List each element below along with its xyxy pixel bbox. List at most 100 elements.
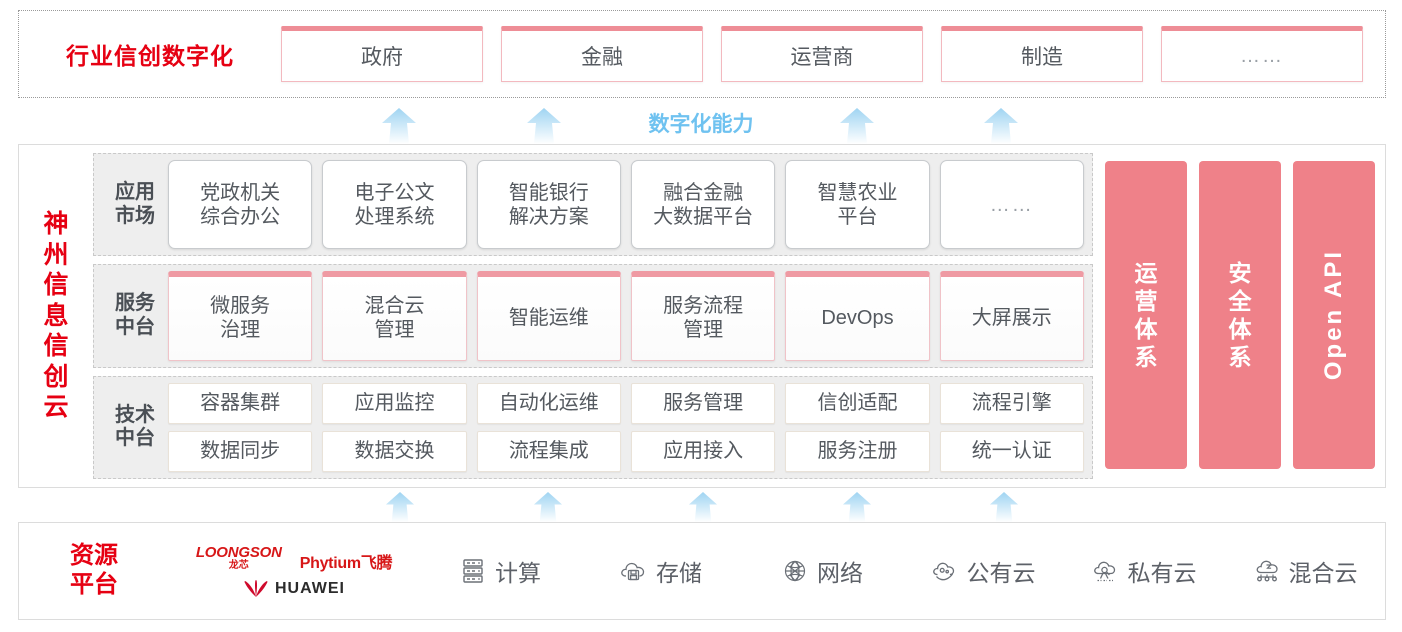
resource-item-network[interactable]: 网络 xyxy=(741,554,902,588)
pillar-label: Open API xyxy=(1320,249,1347,381)
cloud-brand-char: 息 xyxy=(43,301,69,330)
loongson-logo: LOONGSON 龙芯 xyxy=(196,545,282,571)
tier-label-line: 中台 xyxy=(115,315,155,338)
app-card-smart-agriculture[interactable]: 智慧农业平台 xyxy=(785,160,930,250)
cloud-panel: 神 州 信 息 信 创 云 应用 市场 党政机关综合办公 电子公文处理系统 xyxy=(18,144,1386,488)
resource-item-public-cloud[interactable]: 公有云 xyxy=(902,554,1063,588)
service-card-smart-ops[interactable]: 智能运维 xyxy=(476,271,621,361)
industry-card-list: 政府 金融 运营商 制造 …… xyxy=(281,26,1385,82)
tier-label-line: 市场 xyxy=(115,204,155,227)
loongson-logo-en: LOONGSON xyxy=(195,543,282,561)
up-arrow-icon xyxy=(521,108,567,144)
tech-card-service-registry[interactable]: 服务注册 xyxy=(785,430,930,472)
cloud-brand-char: 创 xyxy=(43,362,69,391)
industry-card-more[interactable]: …… xyxy=(1161,26,1363,82)
pillar-char: 运 xyxy=(1134,259,1158,286)
service-card-hybrid-cloud-mgmt[interactable]: 混合云管理 xyxy=(322,271,467,361)
tech-platform-rows: 容器集群 应用监控 自动化运维 服务管理 信创适配 流程引擎 数据同步 数据交换… xyxy=(168,382,1084,472)
up-arrow-icon xyxy=(684,492,722,522)
tech-card-app-access[interactable]: 应用接入 xyxy=(630,430,776,472)
tier-label-service-platform: 服务 中台 xyxy=(102,292,168,339)
app-card-finance-bigdata[interactable]: 融合金融大数据平台 xyxy=(630,160,776,250)
tier-service-platform: 服务 中台 微服务治理 混合云管理 智能运维 服务流程管理 DevOps 大屏展… xyxy=(93,264,1093,368)
up-arrow-icon xyxy=(529,492,567,522)
tech-card-process-integration[interactable]: 流程集成 xyxy=(476,430,621,472)
resource-item-label: 网络 xyxy=(817,560,863,586)
cloud-pillar-list: 运 营 体 系 安 全 体 系 Open API xyxy=(1103,153,1375,479)
capability-arrow-strip: 数字化能力 xyxy=(0,100,1402,144)
service-card-dashboard[interactable]: 大屏展示 xyxy=(939,271,1084,361)
tech-card-xinchuang-adaptation[interactable]: 信创适配 xyxy=(785,382,930,424)
tech-card-service-mgmt[interactable]: 服务管理 xyxy=(630,382,776,424)
service-card-microservice-governance[interactable]: 微服务治理 xyxy=(168,271,313,361)
tech-card-process-engine[interactable]: 流程引擎 xyxy=(939,382,1084,424)
resource-item-label: 混合云 xyxy=(1288,560,1358,586)
capability-label: 数字化能力 xyxy=(648,113,754,136)
hybrid-cloud-icon xyxy=(1252,556,1282,586)
industry-band: 行业信创数字化 政府 金融 运营商 制造 …… xyxy=(18,10,1386,98)
tech-card-automated-ops[interactable]: 自动化运维 xyxy=(476,382,621,424)
tier-label-line: 应用 xyxy=(115,181,155,204)
pillar-label: 安 全 体 系 xyxy=(1229,259,1252,371)
service-platform-cards: 微服务治理 混合云管理 智能运维 服务流程管理 DevOps 大屏展示 xyxy=(168,271,1084,361)
resource-item-list: 计算 存储 xyxy=(419,554,1385,588)
resource-item-storage[interactable]: 存储 xyxy=(580,554,741,588)
tech-platform-row: 数据同步 数据交换 流程集成 应用接入 服务注册 统一认证 xyxy=(168,430,1084,472)
industry-card-finance[interactable]: 金融 xyxy=(501,26,703,82)
up-arrow-icon xyxy=(978,108,1024,144)
up-arrow-icon xyxy=(376,108,422,144)
loongson-logo-cn: 龙芯 xyxy=(228,559,249,571)
resource-title-line: 平台 xyxy=(70,571,118,598)
huawei-logo: HUAWEI xyxy=(243,580,345,598)
vendor-logo-row: LOONGSON 龙芯 Phytium飞腾 xyxy=(196,545,393,573)
private-cloud-icon xyxy=(1091,556,1121,586)
resource-platform-band: 资源 平台 LOONGSON 龙芯 Phytium飞腾 H xyxy=(18,522,1386,620)
cloud-storage-icon xyxy=(619,556,649,586)
pillar-char: 系 xyxy=(1134,344,1158,371)
cloud-brand-char: 信 xyxy=(43,271,69,300)
pillar-security-system[interactable]: 安 全 体 系 xyxy=(1199,161,1281,469)
server-icon xyxy=(458,556,488,586)
resource-platform-title: 资源 平台 xyxy=(19,542,169,600)
up-arrow-icon xyxy=(985,492,1023,522)
pillar-char: 安 xyxy=(1228,259,1252,286)
network-icon xyxy=(780,556,810,586)
service-card-process-mgmt[interactable]: 服务流程管理 xyxy=(630,271,776,361)
huawei-logo-text: HUAWEI xyxy=(275,579,345,597)
up-arrow-icon xyxy=(838,492,876,522)
pillar-operations-system[interactable]: 运 营 体 系 xyxy=(1105,161,1187,469)
tech-card-container-cluster[interactable]: 容器集群 xyxy=(168,382,313,424)
tier-tech-platform: 技术 中台 容器集群 应用监控 自动化运维 服务管理 信创适配 流程引擎 xyxy=(93,375,1093,479)
tech-card-unified-auth[interactable]: 统一认证 xyxy=(939,430,1084,472)
app-card-gov-office[interactable]: 党政机关综合办公 xyxy=(168,160,313,250)
tier-label-line: 技术 xyxy=(115,403,155,426)
tech-platform-row: 容器集群 应用监控 自动化运维 服务管理 信创适配 流程引擎 xyxy=(168,382,1084,424)
resource-item-private-cloud[interactable]: 私有云 xyxy=(1063,554,1224,588)
resource-item-hybrid-cloud[interactable]: 混合云 xyxy=(1224,554,1385,588)
resource-arrow-strip xyxy=(0,486,1402,522)
cloud-body: 应用 市场 党政机关综合办公 电子公文处理系统 智能银行解决方案 融合金融大数据… xyxy=(93,145,1385,487)
app-card-more[interactable]: …… xyxy=(939,160,1084,250)
pillar-char: 系 xyxy=(1228,344,1252,371)
industry-card-government[interactable]: 政府 xyxy=(281,26,483,82)
resource-item-compute[interactable]: 计算 xyxy=(419,554,580,588)
tech-card-app-monitoring[interactable]: 应用监控 xyxy=(322,382,467,424)
app-card-smart-bank[interactable]: 智能银行解决方案 xyxy=(476,160,621,250)
industry-card-telecom[interactable]: 运营商 xyxy=(721,26,923,82)
pillar-char: 营 xyxy=(1134,287,1158,314)
app-card-edoc-system[interactable]: 电子公文处理系统 xyxy=(322,160,467,250)
pillar-char: 体 xyxy=(1228,316,1252,342)
cloud-brand-char: 云 xyxy=(43,393,69,422)
tier-label-line: 服务 xyxy=(115,292,155,315)
tier-label-line: 中台 xyxy=(115,427,155,450)
tech-card-data-exchange[interactable]: 数据交换 xyxy=(322,430,467,472)
pillar-open-api[interactable]: Open API xyxy=(1293,161,1375,469)
industry-band-title: 行业信创数字化 xyxy=(66,43,234,69)
resource-item-label: 存储 xyxy=(656,560,702,586)
tech-card-data-sync[interactable]: 数据同步 xyxy=(168,430,313,472)
vendor-logo-list: LOONGSON 龙芯 Phytium飞腾 HUAWEI xyxy=(169,545,419,598)
phytium-logo: Phytium飞腾 xyxy=(299,554,393,572)
service-card-devops[interactable]: DevOps xyxy=(785,271,930,361)
industry-card-manufacturing[interactable]: 制造 xyxy=(941,26,1143,82)
